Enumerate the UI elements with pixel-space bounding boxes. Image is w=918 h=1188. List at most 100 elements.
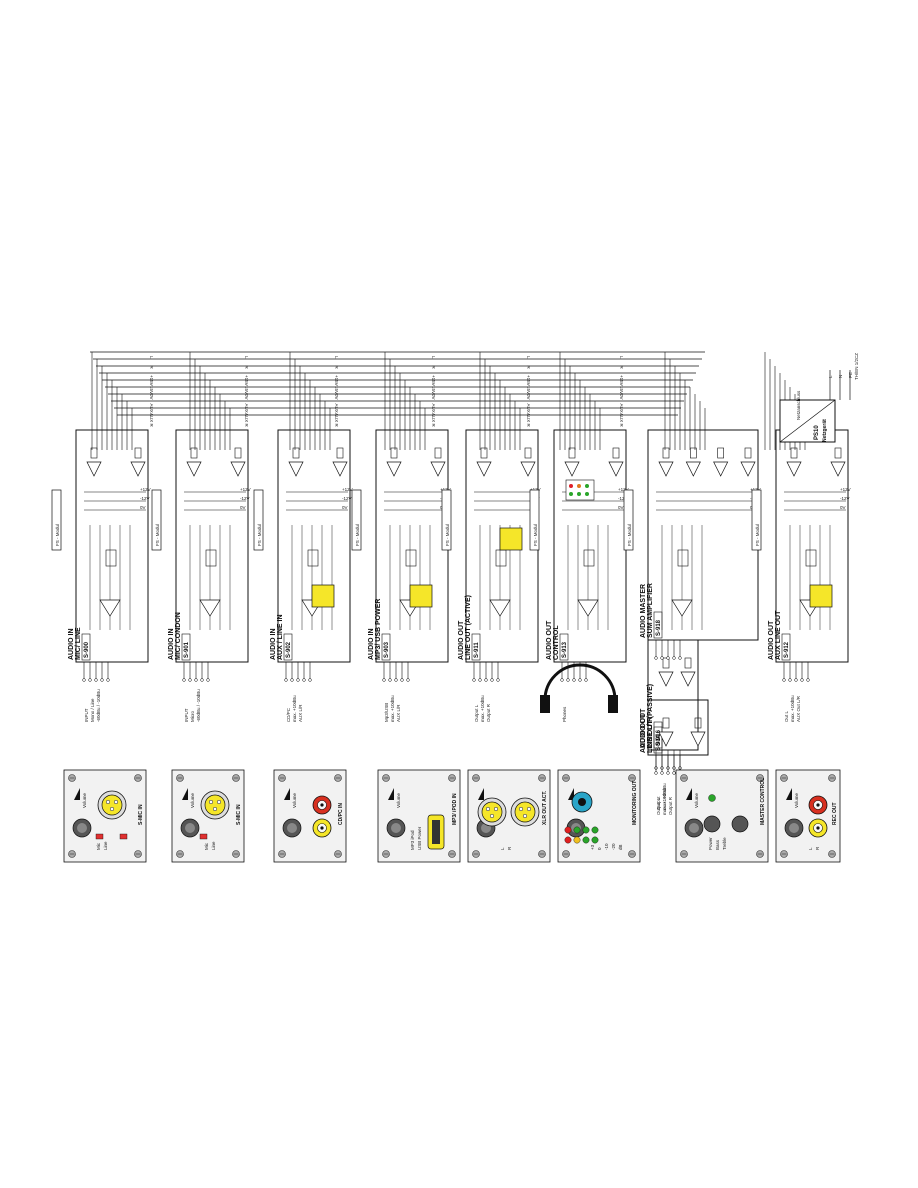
amplifier-symbol	[608, 461, 624, 477]
fs-modul-label: FS - Modul	[355, 524, 360, 546]
module-frame	[75, 429, 149, 663]
potentiometer-symbol	[583, 549, 595, 567]
potentiometer-symbol	[805, 549, 817, 567]
amplifier-symbol	[830, 461, 846, 477]
bus-label: -15V	[149, 385, 154, 395]
volume-knob-cap	[689, 823, 699, 833]
connector-terminal	[490, 678, 494, 682]
volume-ramp-icon	[74, 788, 80, 800]
volume-knob-cap	[391, 823, 401, 833]
volume-ramp-icon	[182, 788, 188, 800]
input-label: INPUT	[184, 708, 189, 722]
xlr-insert	[204, 794, 226, 816]
module-title: AUDIO OUT	[458, 620, 465, 660]
input-level-label: -60dBu / -10dBu	[196, 689, 201, 722]
knob-label: Volume	[794, 792, 799, 808]
fs-modul-label: FS - Modul	[155, 524, 160, 546]
rail-label: -12V	[342, 496, 352, 501]
rail-label: -12V	[140, 496, 150, 501]
fuse-symbol	[292, 447, 300, 459]
panel-name: S-MIC IN	[138, 804, 144, 825]
fs-modul-strip	[623, 489, 634, 551]
rail-label: +12V	[530, 487, 541, 492]
xlr-pin	[109, 806, 115, 812]
module-code-box	[181, 633, 191, 661]
connector-terminal	[296, 678, 300, 682]
potentiometer-symbol	[677, 549, 689, 567]
fs-modul-strip	[151, 489, 162, 551]
fuse-symbol	[390, 447, 398, 459]
xlr-pin	[489, 813, 495, 819]
fuse-symbol	[684, 657, 692, 669]
panel-sub-label: MP3 iPod	[410, 830, 415, 850]
level-led	[591, 826, 599, 834]
knob-label: Volume	[190, 792, 195, 808]
mains-pin-label: N	[838, 375, 843, 378]
fs-modul-label: FS - Modul	[257, 524, 262, 546]
volume-knob-cap	[185, 823, 195, 833]
input-sub-label: max. +10dBu	[662, 783, 667, 810]
bus-label: -15V	[334, 385, 339, 395]
amplifier-symbol	[564, 461, 580, 477]
panel-name: MP3/ iPOD IN	[452, 793, 458, 825]
input-level-label: AUX L/R	[396, 704, 401, 722]
module-code-box	[81, 633, 91, 661]
usb-port-slot	[432, 820, 440, 844]
connector-terminal	[660, 656, 664, 660]
fuse-symbol	[134, 447, 142, 459]
switch-block-highlight	[311, 584, 335, 608]
xlr-pin	[522, 813, 528, 819]
potentiometer-symbol	[495, 549, 507, 567]
input-label: Output	[656, 796, 661, 810]
panel-sub-label: +3	[590, 844, 595, 850]
amplifier-symbol	[658, 731, 674, 747]
xlr-pin	[212, 806, 218, 812]
amplifier-symbol	[786, 461, 802, 477]
led-dot	[569, 484, 573, 488]
module-subtitle: LINE OUT (ACTIVE)	[465, 595, 472, 660]
mains-pin-label: PE	[848, 372, 853, 378]
rail-label: 0V	[240, 505, 246, 510]
module-title: AUDIO IN	[368, 629, 375, 661]
xlr-insert	[481, 801, 503, 823]
connector-terminal	[800, 678, 804, 682]
bus-label: +15V	[244, 375, 249, 386]
xlr-pin	[526, 806, 532, 812]
amplifier-symbol	[476, 461, 492, 477]
fs-modul-label: FS - Modul	[55, 524, 60, 546]
module-subtitle: LINE L/ R	[647, 717, 654, 748]
panel-sub-label: Bass	[715, 839, 720, 850]
phones-jack-hole	[578, 798, 586, 806]
level-led	[591, 836, 599, 844]
connector-terminal	[82, 678, 86, 682]
fs-modul-strip	[751, 489, 762, 551]
opamp-symbol	[489, 599, 511, 617]
knob-label: Volume	[292, 792, 297, 808]
connector-terminal	[206, 678, 210, 682]
input-level-label: Output R	[668, 796, 673, 815]
rca-pin	[816, 803, 820, 807]
bus-label: R	[244, 366, 249, 370]
bus-label: AUX R	[334, 413, 339, 428]
input-label: Phones	[562, 706, 567, 722]
rca-pin	[320, 826, 324, 830]
module-code: S-900	[84, 641, 90, 658]
opamp-symbol	[671, 599, 693, 617]
rail-label: 0V	[840, 505, 846, 510]
volume-knob-cap	[77, 823, 87, 833]
module-title: AUDIO IN	[168, 629, 175, 661]
rail-label: +12V	[840, 487, 851, 492]
xlr-pin	[485, 806, 491, 812]
fuse-symbol	[744, 447, 752, 459]
headphones-cup-left	[540, 695, 550, 713]
level-led	[564, 836, 572, 844]
fuse-symbol	[336, 447, 344, 459]
amplifier-symbol	[86, 461, 102, 477]
connector-terminal	[284, 678, 288, 682]
fuse-symbol	[662, 447, 670, 459]
